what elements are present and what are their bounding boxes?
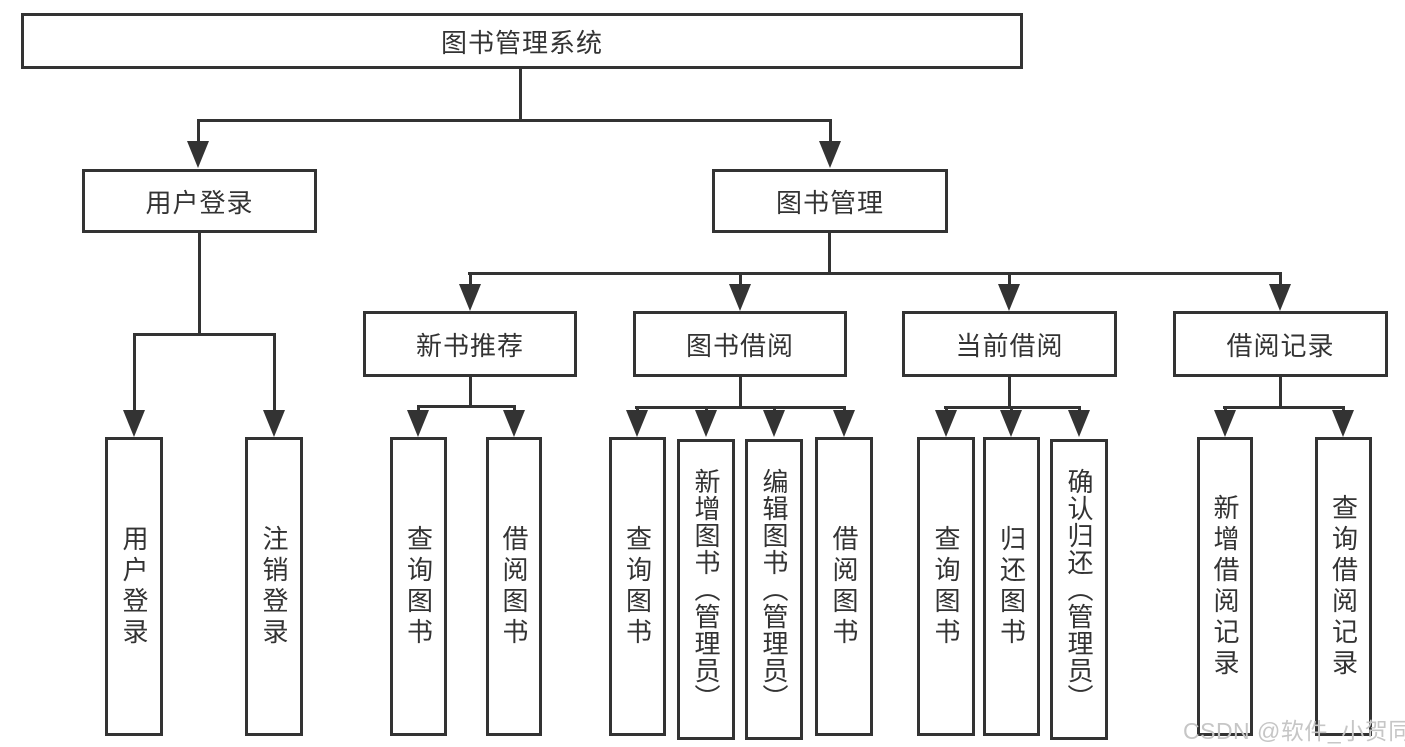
node-leaf-query-record: 查询借阅记录: [1315, 437, 1372, 736]
connector-arm-book-borrow: [739, 272, 742, 286]
connector-current-borrow-stem: [1008, 377, 1011, 406]
node-book-mgmt: 图书管理: [712, 169, 948, 233]
connector-arm-book-mgmt: [829, 119, 832, 144]
connector-arm-query-book-borrow: [636, 406, 639, 413]
connector-book-borrow-stem: [739, 377, 742, 406]
node-user-login-label: 用户登录: [145, 187, 254, 218]
arrow-edit-book-icon: [763, 410, 785, 437]
connector-arm-query-book-rec: [417, 405, 420, 413]
node-leaf-return-book: 归还图书: [983, 437, 1040, 736]
arrow-book-mgmt-icon: [819, 141, 841, 168]
arrow-user-login-icon: [187, 141, 209, 168]
node-borrow-record: 借阅记录: [1173, 311, 1388, 377]
node-leaf-user-login-label: 用户登录: [119, 524, 149, 649]
node-leaf-borrow-book-rec: 借阅图书: [486, 437, 542, 736]
node-leaf-return-book-label: 归还图书: [996, 524, 1027, 649]
connector-arm-query-book-current: [945, 406, 948, 413]
connector-book-borrow-rail: [635, 406, 845, 409]
node-book-mgmt-label: 图书管理: [775, 187, 884, 218]
node-leaf-add-record-label: 新增借阅记录: [1210, 493, 1240, 680]
node-leaf-borrow-book-borrow: 借阅图书: [815, 437, 873, 736]
arrow-borrow-record-icon: [1269, 284, 1291, 311]
node-current-borrow-label: 当前借阅: [955, 330, 1064, 361]
arrow-query-record-icon: [1332, 410, 1354, 437]
arrow-query-book-rec-icon: [407, 410, 429, 437]
node-leaf-borrow-book-rec-label: 借阅图书: [499, 524, 529, 649]
node-new-book-rec-label: 新书推荐: [415, 330, 524, 361]
node-leaf-confirm-return-label: 确认归还（管理员）: [1064, 468, 1094, 711]
node-leaf-add-record: 新增借阅记录: [1197, 437, 1253, 736]
arrow-new-book-rec-icon: [459, 284, 481, 311]
node-leaf-edit-book: 编辑图书（管理员）: [745, 439, 803, 740]
arrow-add-record-icon: [1214, 410, 1236, 437]
arrow-add-book-icon: [695, 410, 717, 437]
node-root-label: 图书管理系统: [440, 27, 603, 58]
arrow-leaf-logout-icon: [263, 410, 285, 437]
node-leaf-logout-label: 注销登录: [259, 524, 289, 649]
connector-arm-borrow-book-borrow: [843, 406, 846, 413]
connector-user-login-rail: [133, 333, 276, 336]
connector-arm-add-book: [705, 406, 708, 413]
connector-arm-add-record: [1224, 406, 1227, 413]
arrow-leaf-user-login-icon: [123, 410, 145, 437]
connector-borrow-record-rail: [1223, 406, 1345, 409]
node-leaf-query-book-borrow: 查询图书: [609, 437, 666, 736]
node-leaf-user-login: 用户登录: [105, 437, 163, 736]
node-leaf-query-book-current-label: 查询图书: [931, 524, 961, 649]
connector-book-mgmt-stem: [828, 233, 831, 272]
node-leaf-query-book-borrow-label: 查询图书: [622, 524, 653, 649]
connector-new-book-rec-stem: [469, 377, 472, 405]
arrow-book-borrow-icon: [729, 284, 751, 311]
arrow-borrow-book-rec-icon: [503, 410, 525, 437]
arrow-current-borrow-icon: [998, 284, 1020, 311]
arrow-query-book-borrow-icon: [626, 410, 648, 437]
node-leaf-add-book-label: 新增图书（管理员）: [691, 468, 721, 711]
node-leaf-query-book-current: 查询图书: [917, 437, 975, 736]
connector-arm-query-record: [1342, 406, 1345, 413]
connector-root-rail: [197, 119, 832, 122]
node-current-borrow: 当前借阅: [902, 311, 1117, 377]
connector-book-mgmt-rail: [468, 272, 1281, 275]
connector-arm-new-book-rec: [469, 272, 472, 286]
csdn-watermark: CSDN @软件_小贺同学: [1183, 718, 1405, 744]
connector-arm-borrow-record: [1279, 272, 1282, 286]
node-book-borrow-label: 图书借阅: [685, 330, 794, 361]
node-leaf-query-book-rec: 查询图书: [390, 437, 447, 736]
node-leaf-edit-book-label: 编辑图书（管理员）: [759, 468, 789, 711]
connector-arm-borrow-book-rec: [513, 405, 516, 413]
connector-arm-current-borrow: [1008, 272, 1011, 286]
node-user-login: 用户登录: [82, 169, 317, 233]
connector-arm-user-login: [197, 119, 200, 144]
node-leaf-query-book-rec-label: 查询图书: [403, 524, 434, 649]
node-leaf-query-record-label: 查询借阅记录: [1328, 493, 1359, 680]
arrow-query-book-current-icon: [935, 410, 957, 437]
node-book-borrow: 图书借阅: [633, 311, 847, 377]
connector-arm-edit-book: [773, 406, 776, 413]
node-leaf-borrow-book-borrow-label: 借阅图书: [829, 524, 859, 649]
connector-borrow-record-stem: [1279, 377, 1282, 406]
node-root: 图书管理系统: [21, 13, 1023, 69]
connector-arm-confirm-return: [1078, 406, 1081, 413]
connector-arm-return-book: [1010, 406, 1013, 413]
connector-root-stem: [519, 69, 522, 120]
arrow-confirm-return-icon: [1068, 410, 1090, 437]
arrow-borrow-book-borrow-icon: [833, 410, 855, 437]
connector-arm-leaf-logout: [273, 333, 276, 412]
node-new-book-rec: 新书推荐: [363, 311, 577, 377]
arrow-return-book-icon: [1000, 410, 1022, 437]
connector-user-login-stem: [198, 233, 201, 333]
node-leaf-logout: 注销登录: [245, 437, 303, 736]
connector-arm-leaf-user-login: [133, 333, 136, 412]
node-leaf-add-book: 新增图书（管理员）: [677, 439, 735, 740]
connector-new-book-rec-rail: [417, 405, 516, 408]
node-leaf-confirm-return: 确认归还（管理员）: [1050, 439, 1108, 740]
node-borrow-record-label: 借阅记录: [1226, 330, 1335, 361]
